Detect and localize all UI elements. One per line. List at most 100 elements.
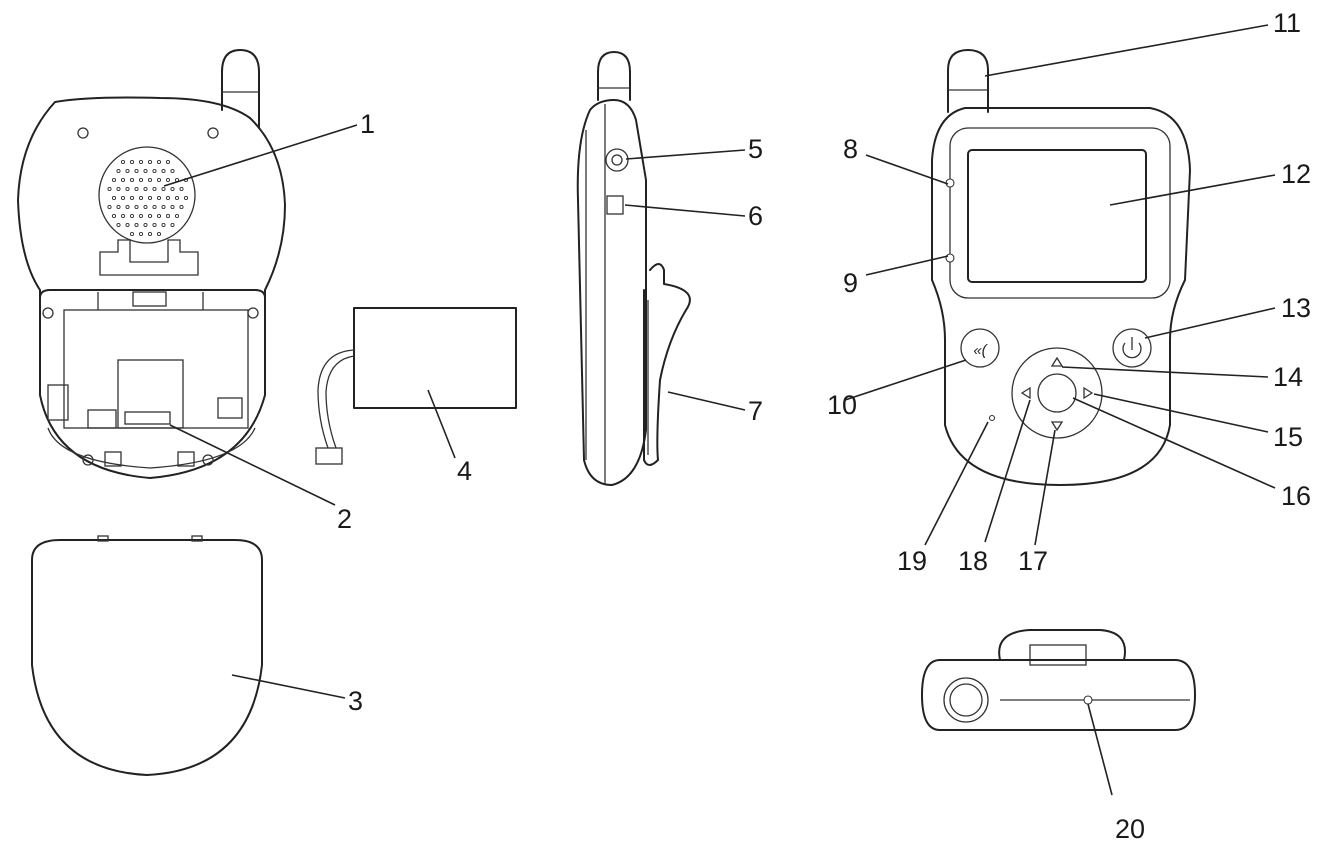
grille-hole [134, 204, 139, 210]
grille-hole [116, 222, 121, 228]
grille-hole [170, 186, 175, 192]
grille-hole [125, 222, 130, 228]
grille-hole [111, 195, 117, 201]
side-view [576, 51, 691, 486]
callout-7: 7 [748, 396, 763, 426]
talk-button: «( [960, 328, 1000, 368]
grille-hole [120, 195, 126, 201]
grille-hole [156, 213, 162, 219]
callout-4: 4 [457, 456, 472, 486]
grille-hole [111, 213, 117, 219]
grille-hole [152, 186, 157, 192]
callout-12: 12 [1281, 159, 1311, 189]
grille-hole [147, 177, 153, 183]
grille-hole [116, 186, 121, 192]
grille-hole [129, 231, 135, 237]
grille-hole [152, 222, 157, 228]
callout-11: 11 [1273, 8, 1301, 38]
grille-hole [143, 204, 148, 210]
power-button [1112, 328, 1152, 368]
grille-hole [111, 177, 117, 183]
grille-hole [129, 213, 135, 219]
grille-hole [116, 168, 121, 174]
grille-hole [156, 177, 162, 183]
grille-hole [134, 168, 139, 174]
grille-hole [179, 204, 184, 210]
callout-19: 19 [897, 546, 927, 576]
battery-pack [315, 307, 517, 465]
callout-14: 14 [1273, 362, 1303, 392]
callout-10: 10 [827, 390, 857, 420]
grille-hole [129, 177, 135, 183]
grille-hole [156, 195, 162, 201]
grille-hole [170, 204, 175, 210]
grille-hole [165, 159, 171, 165]
grille-hole [116, 204, 121, 210]
grille-hole [156, 231, 162, 237]
grille-hole [183, 195, 189, 201]
front-view: «( [931, 49, 1191, 486]
grille-hole [125, 168, 130, 174]
grille-hole [138, 213, 144, 219]
grille-hole [129, 195, 135, 201]
leader-lines [163, 24, 1276, 796]
grille-hole [161, 186, 166, 192]
grille-hole [107, 186, 112, 192]
grille-hole [143, 186, 148, 192]
grille-hole [138, 195, 144, 201]
callout-2: 2 [337, 504, 352, 534]
grille-hole [179, 186, 184, 192]
callout-16: 16 [1281, 481, 1311, 511]
grille-hole [120, 159, 126, 165]
grille-hole [147, 159, 153, 165]
callout-6: 6 [748, 201, 763, 231]
grille-hole [125, 204, 130, 210]
grille-hole [138, 159, 144, 165]
grille-hole [134, 222, 139, 228]
grille-hole [170, 222, 175, 228]
talk-icon: «( [973, 342, 988, 359]
callout-3: 3 [348, 686, 363, 716]
callout-17: 17 [1018, 546, 1048, 576]
grille-hole [125, 186, 130, 192]
callout-13: 13 [1281, 293, 1311, 323]
grille-hole [120, 177, 126, 183]
grille-hole [165, 177, 171, 183]
grille-hole [129, 159, 135, 165]
grille-hole [174, 195, 180, 201]
grille-hole [120, 213, 126, 219]
grille-hole [143, 168, 148, 174]
callout-8: 8 [843, 134, 858, 164]
grille-hole [161, 204, 166, 210]
grille-hole [161, 222, 166, 228]
bottom-view [921, 629, 1196, 731]
callout-15: 15 [1273, 422, 1303, 452]
callout-18: 18 [958, 546, 988, 576]
callout-5: 5 [748, 134, 763, 164]
grille-hole [165, 213, 171, 219]
grille-hole [156, 159, 162, 165]
grille-hole [152, 168, 157, 174]
battery-cover [31, 535, 263, 776]
grille-hole [152, 204, 157, 210]
grille-hole [147, 195, 153, 201]
grille-hole [147, 213, 153, 219]
callout-1: 1 [360, 109, 375, 139]
grille-hole [161, 168, 166, 174]
grille-hole [174, 213, 180, 219]
grille-hole [143, 222, 148, 228]
grille-hole [138, 231, 144, 237]
callout-20: 20 [1115, 814, 1145, 844]
power-icon [1122, 337, 1142, 359]
callout-labels: 1 2 3 4 5 6 7 8 9 10 11 12 13 14 15 16 1… [337, 8, 1311, 844]
grille-hole [165, 195, 171, 201]
grille-hole [138, 177, 144, 183]
callout-9: 9 [843, 268, 858, 298]
speaker-grille [98, 146, 196, 244]
back-view [17, 49, 286, 479]
grille-hole [134, 186, 139, 192]
grille-hole [170, 168, 175, 174]
grille-hole [107, 204, 112, 210]
grille-hole [147, 231, 153, 237]
